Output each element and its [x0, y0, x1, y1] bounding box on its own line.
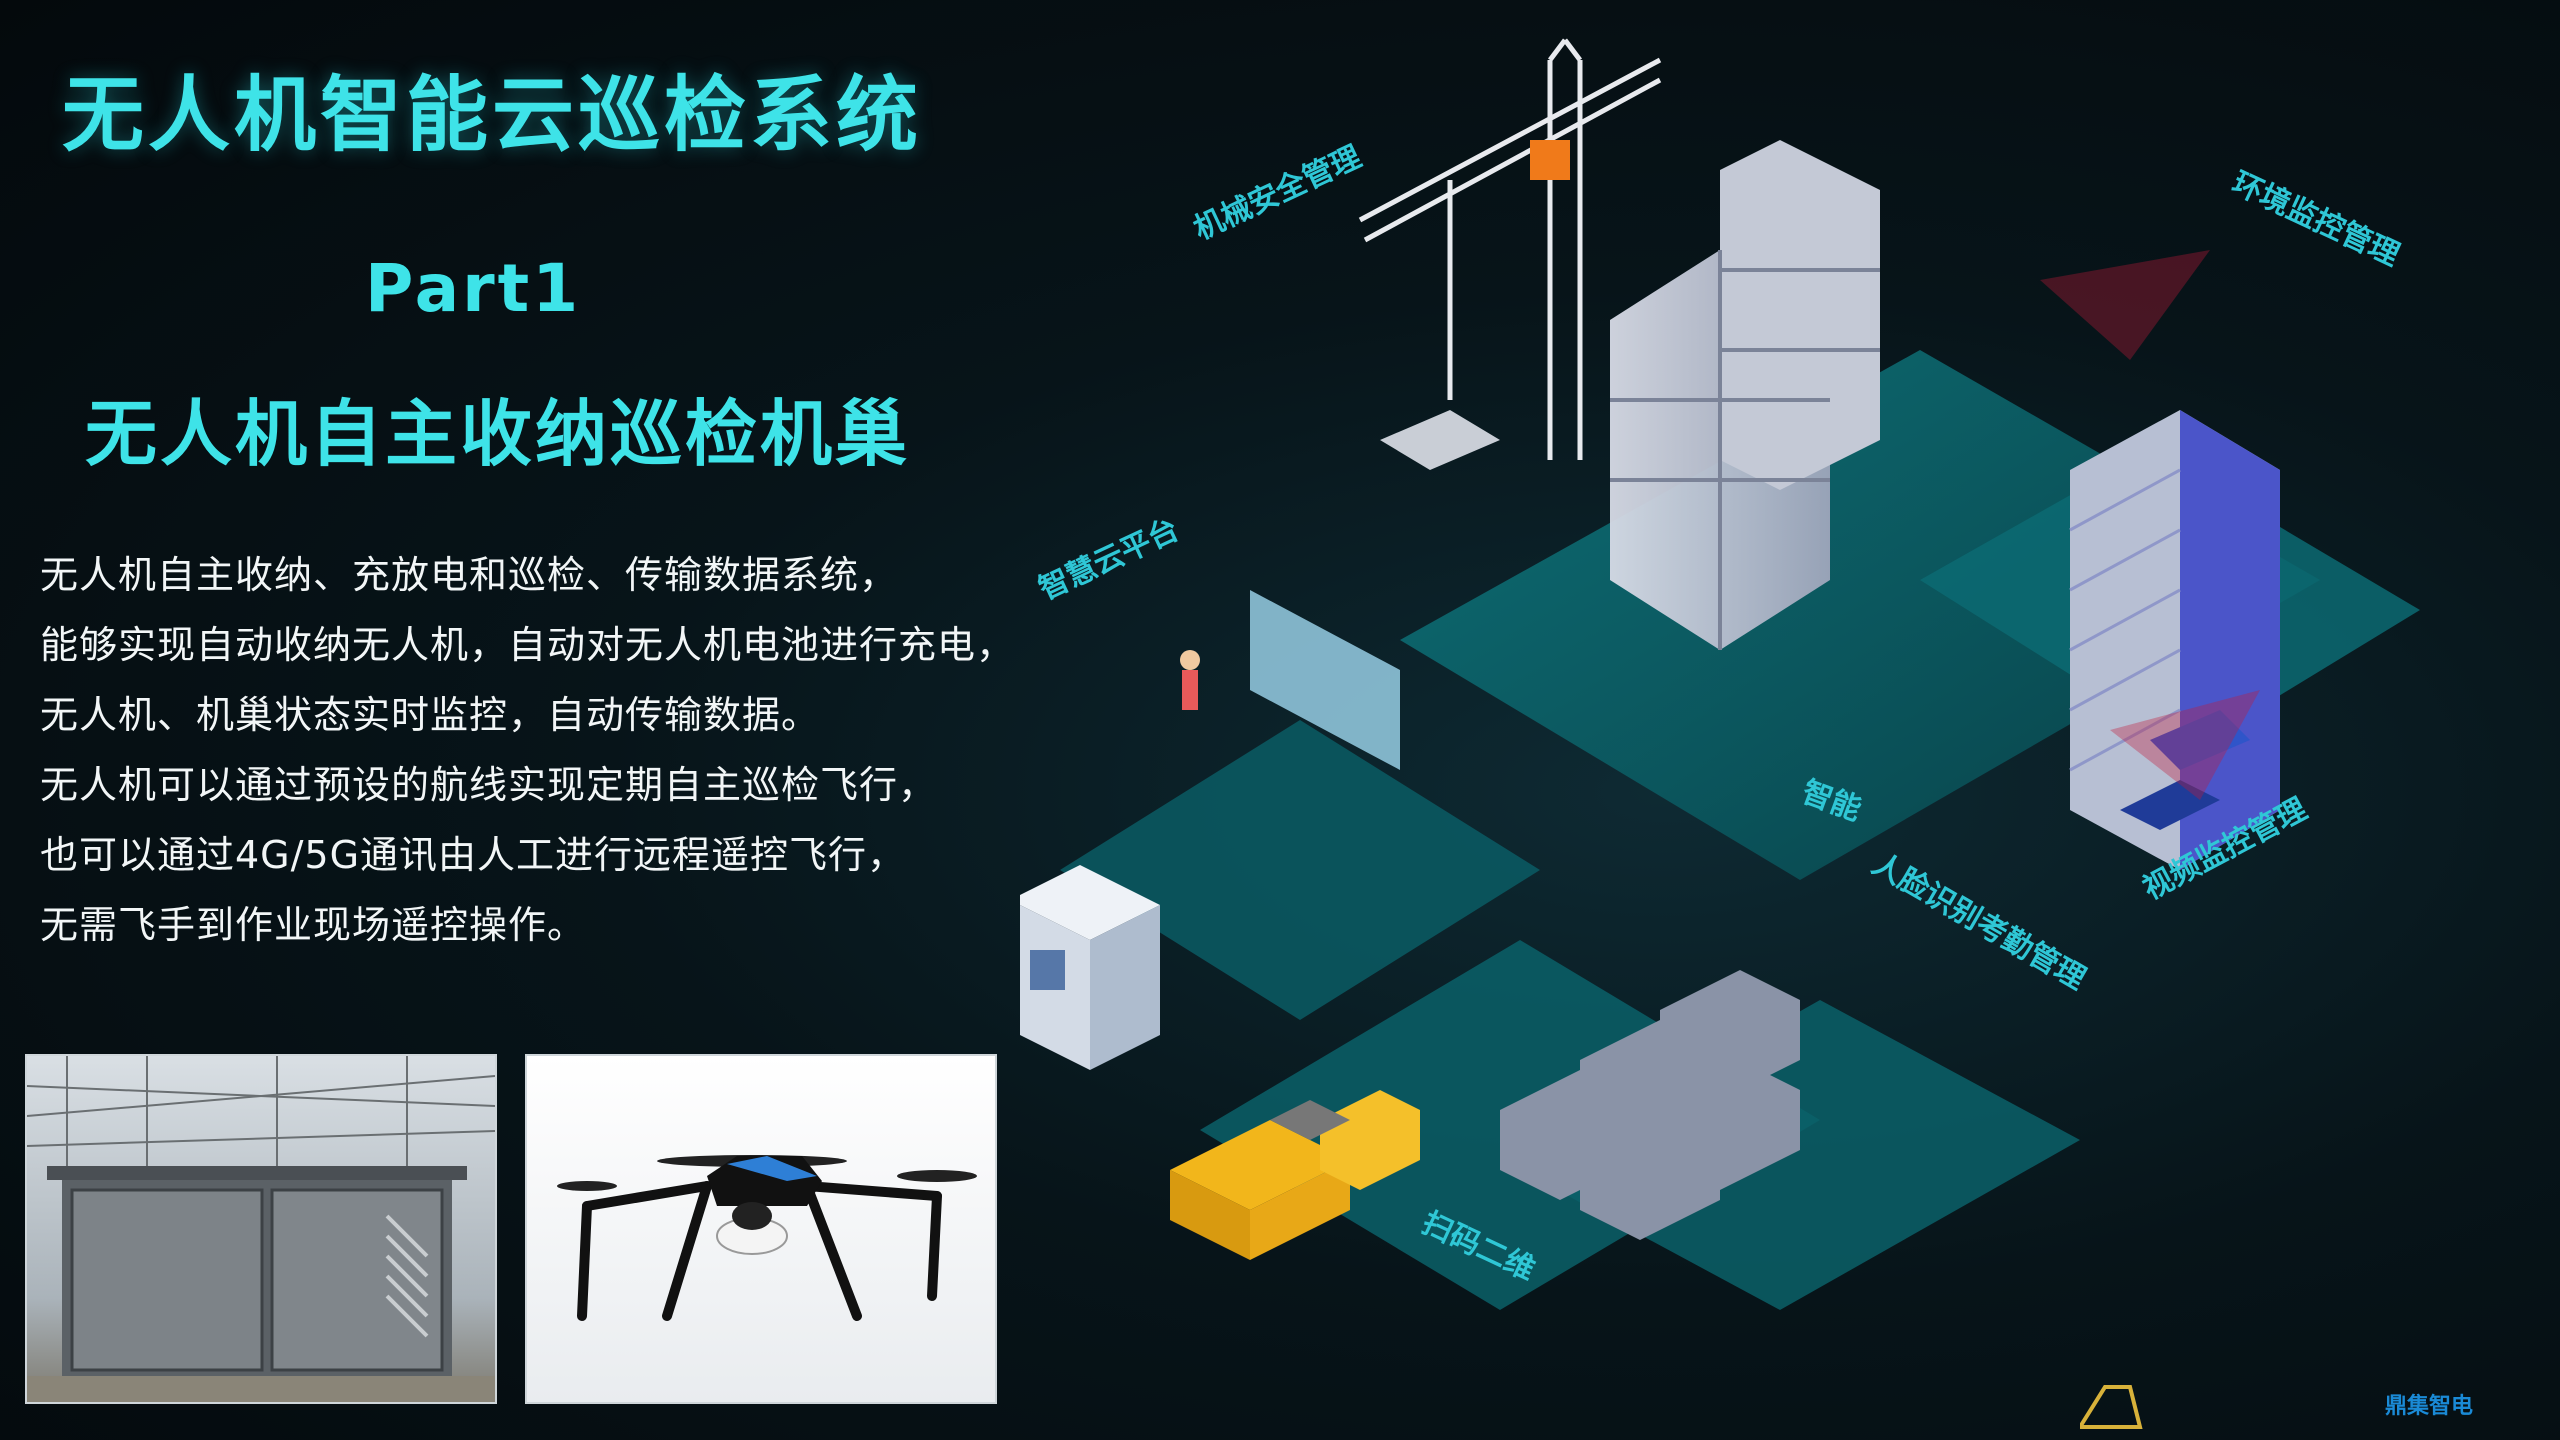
security-camera — [2120, 710, 2250, 830]
description-line: 也可以通过4G/5G通讯由人工进行远程遥控飞行， — [40, 833, 907, 877]
label-machinery: 机械安全管理 — [1189, 139, 1367, 247]
yellow-truck — [1170, 1090, 1420, 1260]
description-line: 能够实现自动收纳无人机，自动对无人机电池进行充电， — [40, 623, 1016, 667]
construction-building — [1610, 140, 1880, 650]
drone-photo — [525, 1054, 997, 1404]
section-subtitle: 无人机自主收纳巡检机巢 — [85, 392, 911, 476]
brand-logo-text: 鼎集智电 — [2385, 1394, 2474, 1419]
label-face: 人脸识别考勤管理 — [1866, 847, 2091, 997]
guard-booth — [1020, 865, 1160, 1070]
description-line: 无需飞手到作业现场遥控操作。 — [40, 903, 587, 947]
description-line: 无人机、机巢状态实时监控，自动传输数据。 — [40, 693, 821, 737]
grey-trucks — [1500, 970, 1800, 1240]
description-line: 无人机自主收纳、充放电和巡检、传输数据系统， — [40, 553, 899, 597]
page-title: 无人机智能云巡检系统 — [62, 68, 923, 163]
office-tower — [2069, 410, 2280, 870]
part-label: Part1 — [365, 250, 582, 327]
description: 无人机自主收纳、充放电和巡检、传输数据系统， 能够实现自动收纳无人机，自动对无人… — [40, 540, 1100, 960]
label-environment: 环境监控管理 — [2227, 166, 2405, 274]
brand-logo-icon — [2080, 1385, 2143, 1429]
parking-platform — [1520, 1000, 2080, 1310]
display-screen — [1250, 590, 1400, 770]
drone-nest-photo — [25, 1054, 497, 1404]
label-cloud: 智慧云平台 — [1034, 512, 1185, 607]
left-platform — [1060, 720, 1540, 1020]
description-line: 无人机可以通过预设的航线实现定期自主巡检飞行， — [40, 763, 938, 807]
smart-site-illustration: 机械安全管理 环境监控管理 智慧云平台 人脸识别考勤管理 视频监控管理 智能 扫… — [1020, 38, 2420, 1310]
tower-crane — [1358, 38, 1662, 460]
